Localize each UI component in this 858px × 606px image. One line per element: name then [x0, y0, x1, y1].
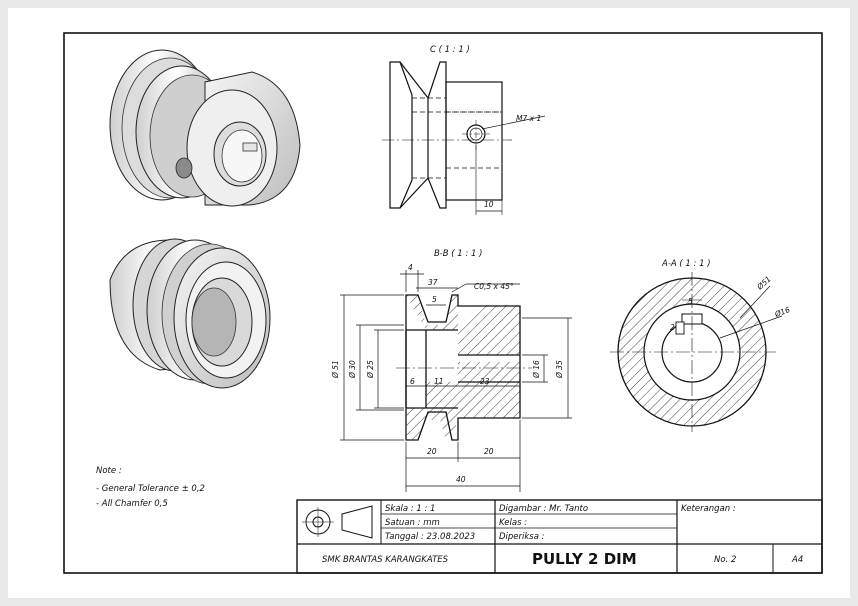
dim-aa-2: 2: [670, 323, 675, 332]
title-block: [296, 499, 823, 574]
title-unit: Satuan : mm: [385, 518, 440, 528]
dim-5: 5: [432, 295, 437, 304]
title-size: A4: [791, 555, 803, 565]
section-b-b: B-B ( 1 : 1 ): [331, 249, 572, 492]
title-part-name: PULLY 2 DIM: [532, 550, 637, 568]
section-a-a-title: A-A ( 1 : 1 ): [661, 259, 711, 269]
dim-20-left: 20: [427, 447, 437, 456]
title-checked: Diperiksa :: [499, 532, 545, 542]
dim-chamfer: C0,5 x 45°: [474, 282, 514, 291]
section-b-b-title: B-B ( 1 : 1 ): [434, 249, 482, 259]
isometric-view-front: [109, 49, 301, 207]
title-class: Kelas :: [499, 518, 527, 528]
dim-4: 4: [408, 263, 413, 272]
dim-37: 37: [428, 278, 438, 287]
title-remarks: Keterangan :: [681, 504, 736, 514]
isometric-view-back: [109, 238, 271, 389]
dim-d51: Ø 51: [331, 360, 340, 379]
dim-40: 40: [456, 475, 466, 484]
title-date: Tanggal : 23.08.2023: [385, 532, 475, 542]
dim-aa-5: 5: [688, 297, 693, 306]
dim-11: 11: [434, 377, 444, 386]
note-item-2: - All Chamfer 0,5: [96, 499, 168, 509]
dim-d16: Ø 16: [532, 360, 541, 379]
notes-title: Note :: [96, 466, 122, 476]
dim-6: 6: [410, 377, 415, 386]
dim-10: 10: [484, 200, 494, 209]
dim-m7: M7 x 1: [516, 114, 541, 123]
note-item-1: - General Tolerance ± 0,2: [96, 484, 205, 494]
notes: Note : - General Tolerance ± 0,2 - All C…: [96, 466, 205, 509]
view-c-title: C ( 1 : 1 ): [430, 45, 470, 55]
title-school: SMK BRANTAS KARANGKATES: [322, 555, 449, 565]
dim-23: 23: [480, 377, 490, 386]
title-number: No. 2: [714, 555, 736, 565]
dim-d25: Ø 25: [366, 360, 375, 379]
title-drawn: Digambar : Mr. Tanto: [499, 504, 588, 514]
title-scale: Skala : 1 : 1: [385, 504, 435, 514]
dim-20-right: 20: [484, 447, 494, 456]
dim-d35: Ø 35: [555, 360, 564, 379]
view-c: C ( 1 : 1 ) M7 x 1 10: [382, 45, 546, 215]
dim-d30: Ø 30: [348, 360, 357, 379]
section-a-a: A-A ( 1 : 1 ) Ø51 Ø16 5 2: [610, 259, 791, 432]
